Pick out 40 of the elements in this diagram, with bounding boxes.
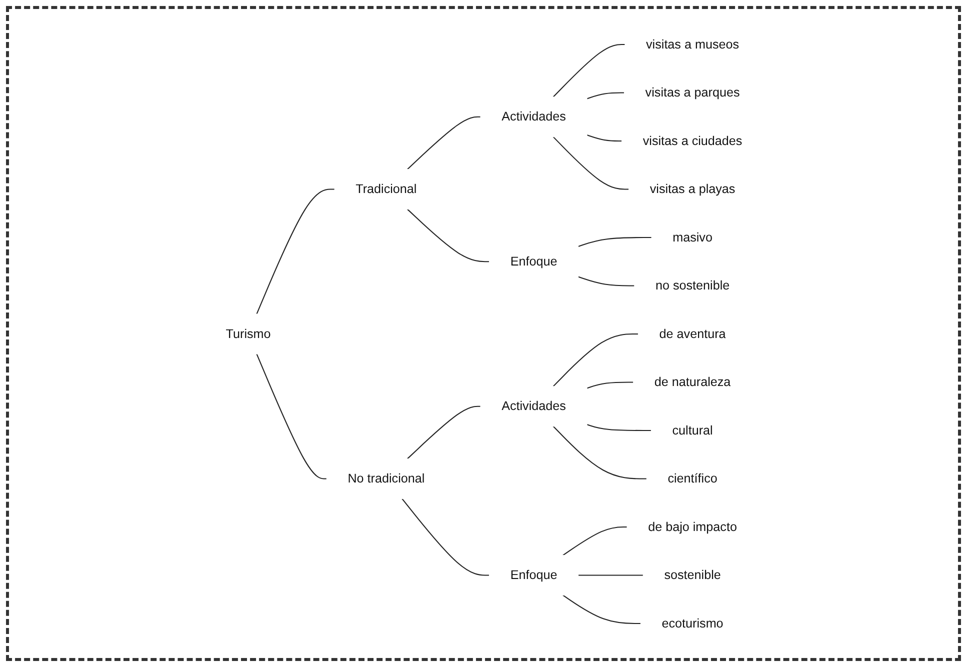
node-text: de naturaleza <box>654 374 730 388</box>
connector <box>562 526 627 556</box>
node-text: masivo <box>672 230 712 244</box>
node-text: Actividades <box>501 398 566 413</box>
node-text: visitas a museos <box>646 36 739 51</box>
connector <box>552 332 638 386</box>
connector <box>578 574 643 576</box>
node-text: no sostenible <box>654 278 730 292</box>
connector <box>256 188 334 314</box>
node-text: cultural <box>672 422 712 437</box>
node-text: científico <box>667 470 717 485</box>
connector <box>406 208 489 262</box>
connector <box>578 236 652 246</box>
node-text: ecoturismo <box>661 616 723 630</box>
node-text: visitas a parques <box>644 84 740 99</box>
node-text: Actividades <box>501 109 566 124</box>
node-text: de aventura <box>658 326 726 340</box>
node-text: No tradicional <box>347 470 424 485</box>
connector <box>406 405 480 459</box>
node-text: Enfoque <box>510 254 557 268</box>
node-text: Enfoque <box>510 567 557 582</box>
node-text: Tradicional <box>355 181 416 196</box>
node-text: sostenible <box>664 567 720 582</box>
connector <box>552 44 625 97</box>
connector <box>586 381 633 388</box>
connector <box>406 116 480 170</box>
connector <box>578 276 634 286</box>
connector <box>552 425 646 479</box>
connector <box>401 498 489 576</box>
connector <box>586 424 651 431</box>
node-text: visitas a playas <box>649 181 735 196</box>
node-text: de bajo impacto <box>648 519 736 534</box>
connector <box>552 136 628 190</box>
connector <box>256 353 326 479</box>
dashed-frame: Turismo Tradicional Actividades visitas a museos visitas a parques visitas a ciudades visitas a playas Enfoque masivo no sostenible No tradicional Actividades de aventura de naturaleza cultural científico Enfoque de bajo impacto sostenible ecoturismo <box>6 6 961 661</box>
connector <box>586 92 624 99</box>
node-text: visitas a ciudades <box>642 133 742 148</box>
connector <box>586 134 622 142</box>
node-text: Turismo <box>225 326 270 340</box>
connector <box>562 594 640 624</box>
